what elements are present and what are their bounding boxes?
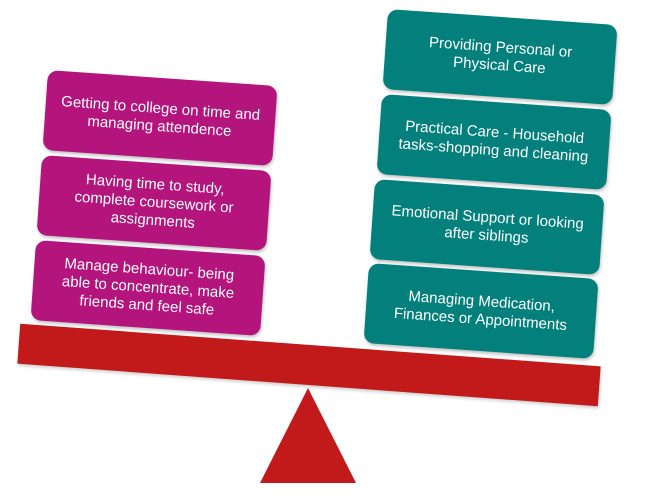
fulcrum-triangle — [260, 388, 356, 483]
right-item-personal-care: Providing Personal or Physical Care — [382, 9, 618, 105]
left-item-label: Manage behaviour- being able to concentr… — [61, 255, 235, 319]
left-item-label: Getting to college on time and managing … — [60, 93, 261, 140]
right-item-emotional-support: Emotional Support or looking after sibli… — [369, 179, 605, 275]
right-item-label: Emotional Support or looking after sibli… — [390, 202, 585, 247]
left-item-label: Having time to study, complete coursewor… — [74, 171, 235, 232]
right-item-label: Providing Personal or Physical Care — [428, 34, 573, 78]
left-item-attendance: Getting to college on time and managing … — [42, 70, 278, 166]
left-item-behaviour: Manage behaviour- being able to concentr… — [30, 240, 266, 336]
right-item-practical-care: Practical Care - Household tasks-shoppin… — [376, 94, 612, 190]
right-item-label: Managing Medication, Finances or Appoint… — [393, 287, 568, 335]
right-item-label: Practical Care - Household tasks-shoppin… — [397, 117, 589, 166]
left-item-study: Having time to study, complete coursewor… — [36, 155, 272, 251]
right-item-medication: Managing Medication, Finances or Appoint… — [363, 263, 599, 359]
